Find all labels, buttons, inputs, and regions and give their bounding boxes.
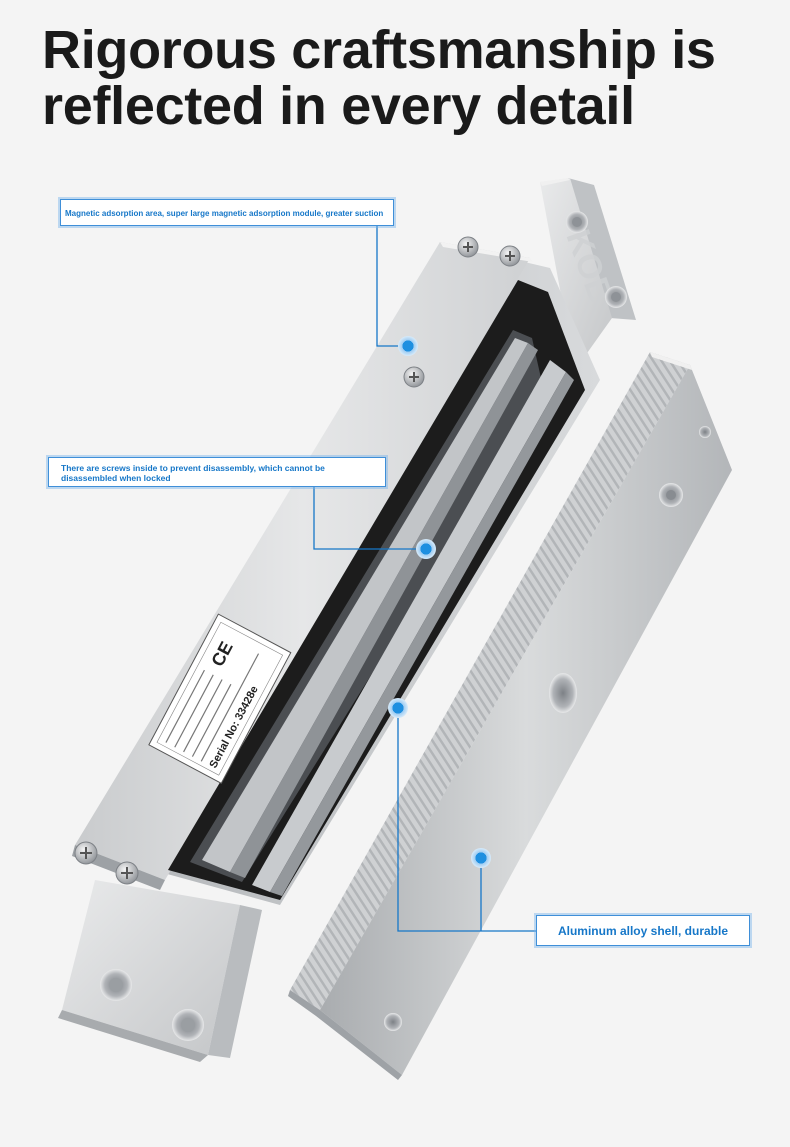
callout-magnetic-area: Magnetic adsorption area, super large ma… — [60, 199, 394, 226]
mounting-hole-icon — [384, 1013, 402, 1031]
mounting-hole-icon — [549, 673, 577, 713]
screw-icon — [499, 245, 521, 267]
screw-icon — [74, 841, 98, 865]
lower-mounting-plate — [58, 880, 262, 1062]
callout-anti-disassembly-screws: There are screws inside to prevent disas… — [48, 457, 386, 487]
screw-icon — [403, 366, 425, 388]
screws — [74, 236, 521, 885]
headline-line-2: reflected in every detail — [42, 76, 635, 136]
screw-icon — [115, 861, 139, 885]
mounting-hole-icon — [699, 426, 711, 438]
screw-icon — [457, 236, 479, 258]
product-label: CE Serial No: 33428e — [148, 613, 292, 784]
callout-marker-icon — [388, 698, 408, 718]
callout-aluminum-shell: Aluminum alloy shell, durable — [536, 915, 750, 946]
magnet-body — [72, 242, 600, 905]
callout-leaders — [313, 226, 536, 932]
headline-line-1: Rigorous craftsmanship is — [42, 20, 716, 80]
callout-markers — [388, 336, 491, 868]
callout-marker-icon — [398, 336, 418, 356]
headline: Rigorous craftsmanship is reflected in e… — [42, 22, 762, 134]
armature-plate — [288, 352, 732, 1080]
upper-mounting-plate: KOB — [540, 178, 636, 370]
callout-marker-icon — [471, 848, 491, 868]
callout-marker-icon — [416, 539, 436, 559]
